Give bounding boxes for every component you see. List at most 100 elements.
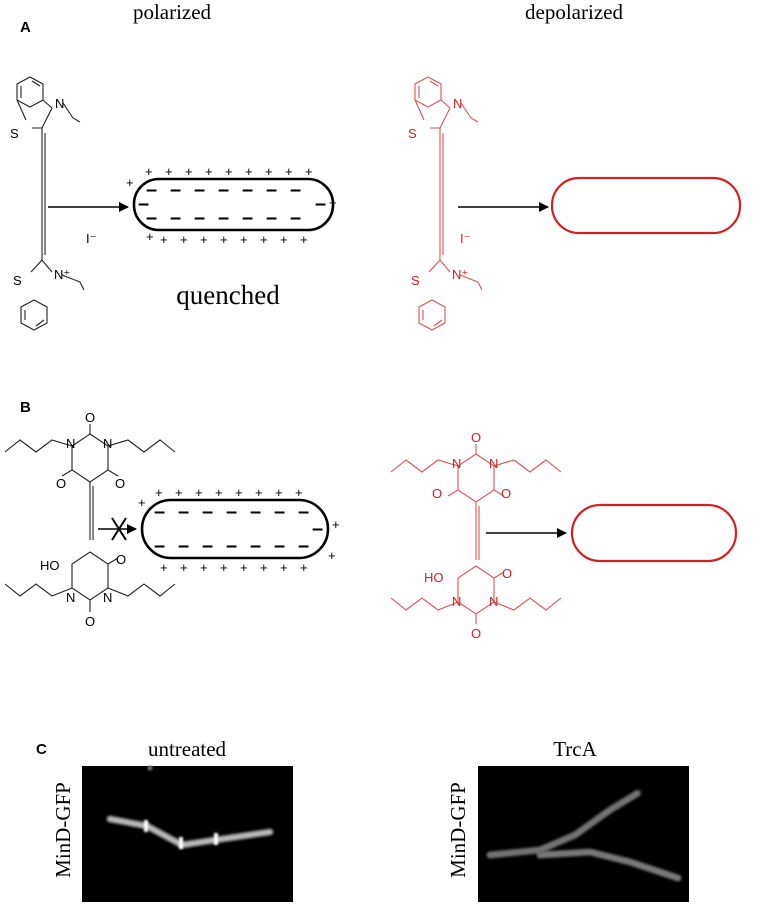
svg-text:+: + <box>260 232 268 247</box>
svg-text:+: + <box>245 164 253 179</box>
svg-text:–: – <box>274 535 285 557</box>
svg-text:+: + <box>165 164 173 179</box>
cyanine-dye-polarized <box>16 76 85 331</box>
svg-text:+: + <box>160 232 168 247</box>
svg-text:+: + <box>220 560 228 575</box>
micrograph-trca <box>478 766 689 902</box>
svg-text:+: + <box>155 485 163 500</box>
panel-a-right-title: depolarized <box>525 0 623 24</box>
svg-text:N: N <box>452 594 461 609</box>
svg-text:+: + <box>146 229 154 244</box>
svg-text:–: – <box>178 501 189 523</box>
svg-text:–: – <box>242 207 253 229</box>
svg-text:–: – <box>146 179 157 201</box>
blocked-cross-icon <box>111 517 127 541</box>
atom-s-bottom-left: S <box>13 273 22 288</box>
panel-c-left-title: untreated <box>148 737 227 761</box>
svg-text:–: – <box>226 501 237 523</box>
svg-text:O: O <box>56 476 66 491</box>
panel-c-letter: C <box>36 741 47 758</box>
svg-text:+: + <box>200 560 208 575</box>
svg-text:–: – <box>218 207 229 229</box>
svg-text:–: – <box>202 501 213 523</box>
svg-text:+: + <box>215 485 223 500</box>
svg-text:N: N <box>489 594 498 609</box>
svg-text:–: – <box>218 179 229 201</box>
svg-text:+: + <box>138 495 146 510</box>
panel-b-letter: B <box>20 399 31 416</box>
svg-text:+: + <box>332 517 340 532</box>
svg-text:–: – <box>298 501 309 523</box>
svg-text:+: + <box>205 164 213 179</box>
cyanine-dye-depolarized <box>414 76 483 331</box>
cell-a-inner-minus-charges: –– –– –– – –– –– –– – –– <box>138 179 326 229</box>
svg-text:+: + <box>195 485 203 500</box>
svg-text:+: + <box>240 560 248 575</box>
cell-a-depolarized <box>550 176 742 235</box>
svg-text:+: + <box>305 164 313 179</box>
svg-text:N: N <box>66 436 75 451</box>
cell-b-polarized <box>140 498 330 560</box>
svg-text:–: – <box>146 207 157 229</box>
svg-text:–: – <box>266 207 277 229</box>
svg-text:O: O <box>115 476 125 491</box>
svg-text:HO: HO <box>40 558 60 573</box>
svg-text:+: + <box>329 195 337 210</box>
cell-b-outer-plus-charges: ++ ++ ++ ++ ++ ++ ++ ++ ++ + <box>138 485 340 575</box>
iodide-right: I⁻ <box>460 231 470 246</box>
svg-text:–: – <box>170 207 181 229</box>
svg-text:+: + <box>160 560 168 575</box>
svg-text:–: – <box>312 518 323 540</box>
svg-text:+: + <box>220 232 228 247</box>
svg-text:HO: HO <box>424 570 444 585</box>
panel-c-right-title: TrcA <box>553 737 597 761</box>
svg-text:+: + <box>300 560 308 575</box>
svg-text:+: + <box>175 485 183 500</box>
svg-text:–: – <box>154 501 165 523</box>
cell-a-outer-plus-charges: ++ ++ ++ ++ + ++ ++ ++ ++ ++ + <box>126 164 337 247</box>
svg-text:–: – <box>298 535 309 557</box>
svg-text:+: + <box>255 485 263 500</box>
panel-c-right-ylabel: MinD-GFP <box>446 782 470 878</box>
svg-text:–: – <box>250 501 261 523</box>
svg-text:+: + <box>280 560 288 575</box>
svg-text:O: O <box>432 486 442 501</box>
svg-text:+: + <box>260 560 268 575</box>
svg-text:O: O <box>502 566 512 581</box>
svg-text:–: – <box>290 179 301 201</box>
svg-text:–: – <box>250 535 261 557</box>
cell-a-polarized <box>132 177 335 232</box>
svg-text:+: + <box>285 164 293 179</box>
svg-text:+: + <box>200 232 208 247</box>
svg-text:–: – <box>226 535 237 557</box>
svg-text:+: + <box>265 164 273 179</box>
svg-text:N: N <box>452 456 461 471</box>
oxonol-dye-depolarized <box>390 444 562 624</box>
svg-text:–: – <box>266 179 277 201</box>
oxonol-left-atoms: O N N O O HO O N N O <box>40 410 126 629</box>
svg-text:N: N <box>103 436 112 451</box>
svg-text:O: O <box>85 410 95 425</box>
svg-text:+: + <box>185 164 193 179</box>
atom-n-top-right: N <box>453 96 462 111</box>
svg-text:+: + <box>328 548 336 563</box>
svg-text:O: O <box>116 552 126 567</box>
atom-s-bottom-right: S <box>411 273 420 288</box>
svg-text:–: – <box>202 535 213 557</box>
svg-text:–: – <box>154 535 165 557</box>
svg-text:O: O <box>471 626 481 641</box>
panel-a-letter: A <box>20 19 31 36</box>
svg-text:+: + <box>225 164 233 179</box>
svg-text:O: O <box>501 486 511 501</box>
oxonol-dye-polarized <box>4 424 176 612</box>
svg-text:N: N <box>66 590 75 605</box>
svg-text:–: – <box>194 179 205 201</box>
svg-text:+: + <box>295 485 303 500</box>
svg-text:O: O <box>471 430 481 445</box>
svg-text:N: N <box>489 456 498 471</box>
atom-s-top-right: S <box>408 126 417 141</box>
svg-text:–: – <box>274 501 285 523</box>
panel-a-left-title: polarized <box>133 0 212 24</box>
iodide-left: I⁻ <box>86 231 96 246</box>
